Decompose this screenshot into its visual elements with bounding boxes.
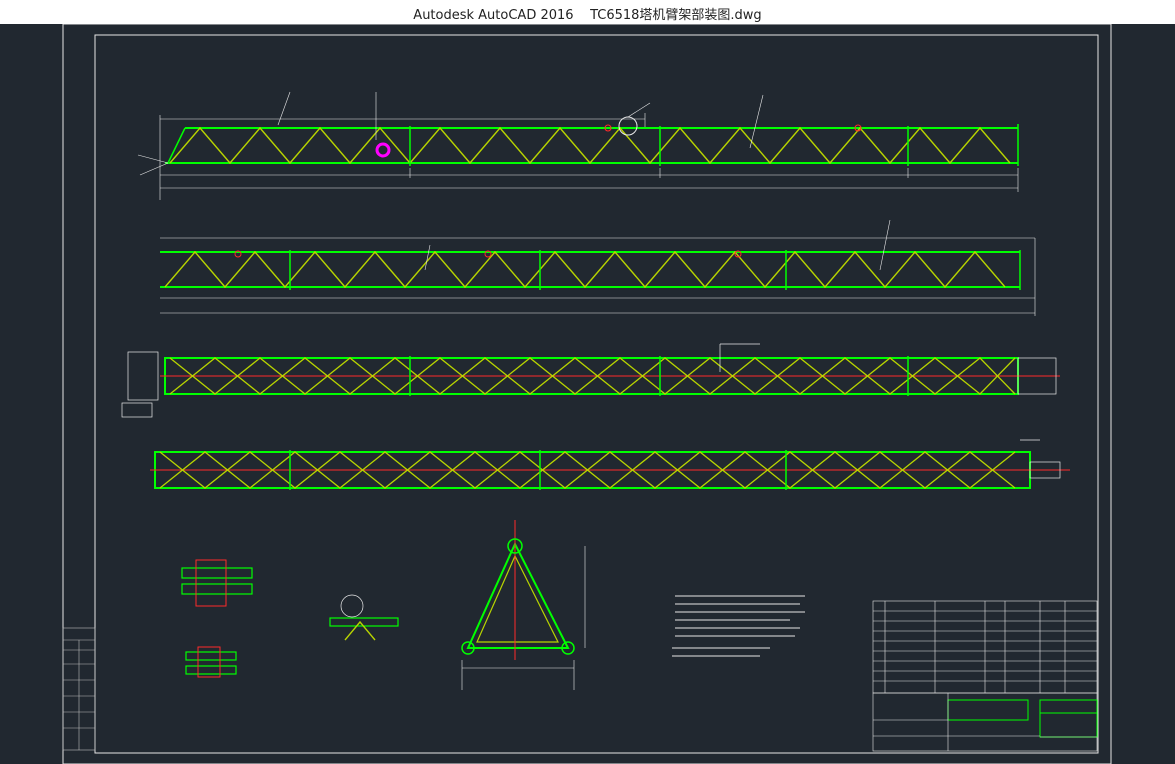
sheet-border-outer [62, 24, 1112, 764]
window-title: Autodesk AutoCAD 2016 TC6518塔机臂架部装图.dwg [0, 4, 1175, 23]
view-front-elevation[interactable] [137, 91, 1019, 200]
detail-pin-joint[interactable] [181, 559, 253, 678]
bill-of-materials[interactable] [872, 600, 1098, 694]
file-title: TC6518塔机臂架部装图.dwg [590, 8, 762, 23]
detail-section-b[interactable] [329, 594, 399, 641]
view-plan-2[interactable] [150, 439, 1070, 490]
drawing-canvas[interactable] [0, 24, 1175, 764]
view-elevation-2[interactable] [160, 219, 1036, 316]
detail-triangle-section[interactable] [461, 520, 586, 690]
technical-notes [672, 595, 805, 657]
view-plan-1[interactable] [121, 343, 1060, 418]
left-title-strip [62, 627, 96, 751]
sheet-border-inner [94, 34, 1099, 754]
window-title-bar: Autodesk AutoCAD 2016 TC6518塔机臂架部装图.dwg [0, 0, 1175, 25]
pin-hub-icon [375, 142, 391, 158]
title-block[interactable] [872, 692, 1098, 752]
app-title: Autodesk AutoCAD 2016 [413, 8, 574, 23]
